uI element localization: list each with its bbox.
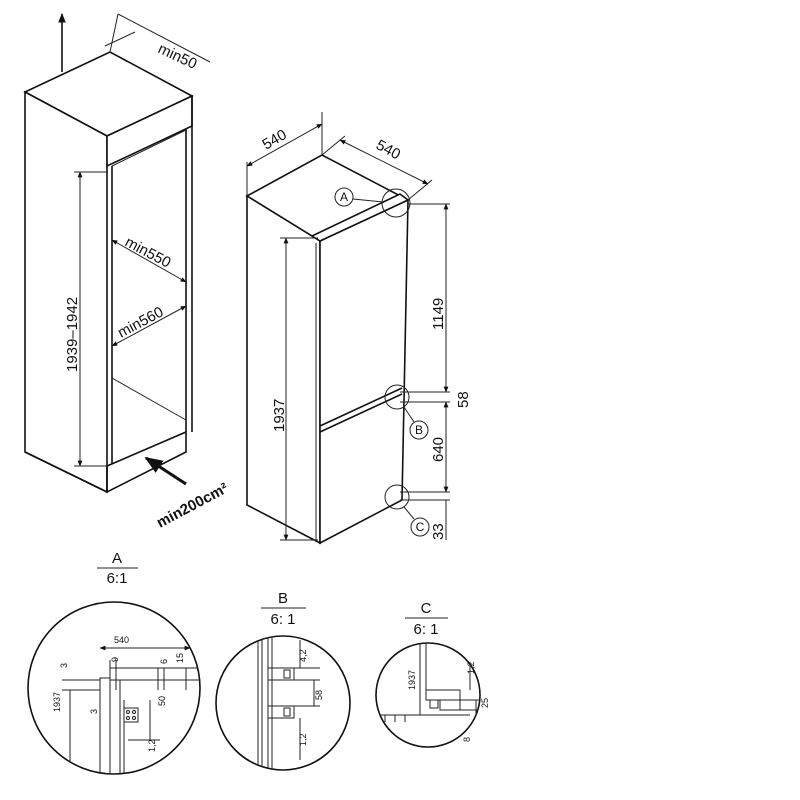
detail-c-dim-25: 25 <box>480 698 490 708</box>
detail-c: C 6: 1 1937 1,2 25 8 <box>375 600 490 748</box>
detail-b-dim-4-2: 4,2 <box>298 649 308 662</box>
detail-b-dim-58: 58 <box>314 690 324 700</box>
niche-cabinet: min50 1939–1942 min550 min560 min200cm² <box>23 13 231 532</box>
detail-a-dim-width: 540 <box>114 635 129 645</box>
appliance-width-label: 540 <box>260 126 290 153</box>
niche-width-label: min560 <box>115 303 166 341</box>
lower-section-label: 640 <box>430 437 447 462</box>
detail-a-dim-3-bottom: 3 <box>89 709 99 714</box>
appliance-side-face <box>246 194 321 545</box>
callout-c-label: C <box>416 520 425 534</box>
detail-c-scale: 6: 1 <box>413 621 438 638</box>
detail-c-dim-height: 1937 <box>407 670 417 690</box>
detail-c-circle <box>375 642 481 748</box>
callout-b-label: B <box>415 423 423 437</box>
detail-a-dim-3-top: 3 <box>59 663 69 668</box>
detail-a-dim-9: 9 <box>110 657 120 662</box>
appliance-height-label: 1937 <box>271 399 288 432</box>
detail-a-dim-height: 1937 <box>52 692 62 712</box>
detail-c-dim-1-2: 1,2 <box>466 661 476 674</box>
appliance: 540 540 1937 1149 58 640 33 A B <box>245 112 472 545</box>
callout-a-label: A <box>340 190 348 204</box>
niche-height-label: 1939–1942 <box>64 297 81 372</box>
detail-b-circle <box>215 635 351 771</box>
detail-b-dim-1-2: 1,2 <box>298 733 308 746</box>
appliance-front-face <box>319 198 409 545</box>
detail-a-dim-6: 6 <box>159 659 169 664</box>
detail-a-letter: A <box>112 550 122 567</box>
detail-a-scale: 6:1 <box>107 570 128 587</box>
gap-label: 58 <box>455 391 472 408</box>
vent-arrow <box>144 456 187 486</box>
detail-a-dim-50: 50 <box>157 696 167 706</box>
niche-side-face <box>24 90 108 494</box>
callout-c-ring <box>384 484 410 510</box>
callout-a-ring <box>381 188 411 218</box>
callout-b-ring <box>384 384 410 410</box>
detail-b-scale: 6: 1 <box>270 611 295 628</box>
detail-a: A 6:1 540 3 9 6 <box>27 550 201 775</box>
detail-a-dim-15: 15 <box>175 653 185 663</box>
vent-area-label: min200cm² <box>154 480 231 532</box>
bottom-label: 33 <box>430 523 447 540</box>
door-split-line <box>319 393 403 433</box>
upper-section-label: 1149 <box>430 298 447 330</box>
detail-a-dim-1-2: 1,2 <box>147 739 157 752</box>
detail-b: B 6: 1 4,2 58 1,2 <box>215 590 351 771</box>
detail-c-dim-8: 8 <box>462 737 472 742</box>
detail-a-circle <box>27 601 201 775</box>
niche-plinth <box>106 430 187 494</box>
detail-c-letter: C <box>421 600 432 617</box>
niche-depth-label: min550 <box>122 234 173 272</box>
detail-b-letter: B <box>278 590 288 607</box>
